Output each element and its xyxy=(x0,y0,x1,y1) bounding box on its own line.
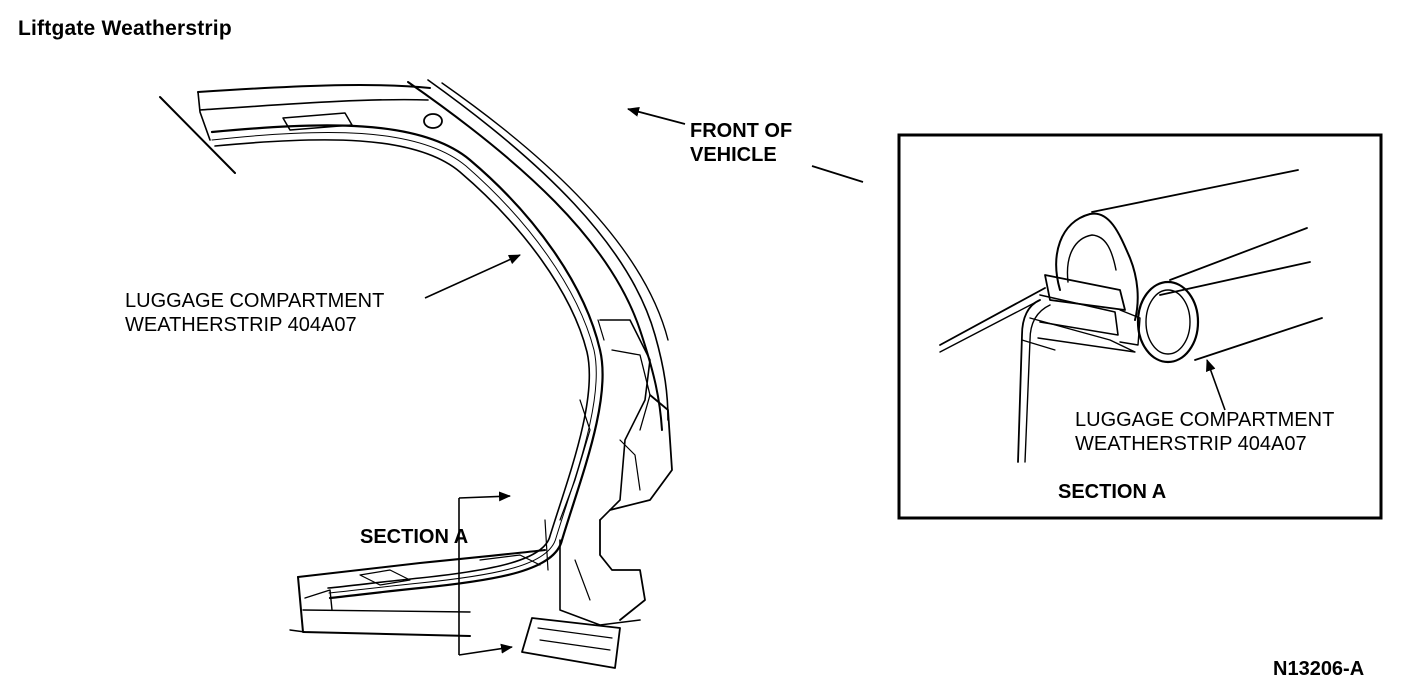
front-of-vehicle-label: FRONT OF VEHICLE xyxy=(690,119,792,167)
weatherstrip-label-inset: LUGGAGE COMPARTMENT WEATHERSTRIP 404A07 xyxy=(1075,408,1334,456)
inset-frame xyxy=(897,133,1383,520)
front-of-vehicle-guideline xyxy=(811,165,864,183)
weatherstrip-leader-main xyxy=(424,254,521,299)
section-a-cutline xyxy=(458,491,513,656)
section-a-label-inset: SECTION A xyxy=(1058,481,1167,503)
weatherstrip-inset-line1: LUGGAGE COMPARTMENT xyxy=(1075,409,1335,431)
figure-title: Liftgate Weatherstrip xyxy=(18,17,232,40)
front-of-vehicle-line1: FRONT OF xyxy=(690,120,793,142)
body-opening xyxy=(159,79,673,669)
weatherstrip-leader-inset xyxy=(1206,359,1226,411)
weatherstrip-main-line1: LUGGAGE COMPARTMENT xyxy=(125,290,385,312)
weatherstrip-inset-line2: WEATHERSTRIP 404A07 xyxy=(1075,433,1307,455)
weatherstrip-label-main: LUGGAGE COMPARTMENT WEATHERSTRIP 404A07 xyxy=(125,289,384,337)
section-a-inset xyxy=(897,133,1383,520)
front-of-vehicle-line2: VEHICLE xyxy=(690,144,777,166)
front-of-vehicle-arrow xyxy=(627,106,686,125)
section-a-label-main: SECTION A xyxy=(360,526,469,548)
weatherstrip-main-line2: WEATHERSTRIP 404A07 xyxy=(125,314,357,336)
figure-id: N13206-A xyxy=(1273,658,1365,680)
